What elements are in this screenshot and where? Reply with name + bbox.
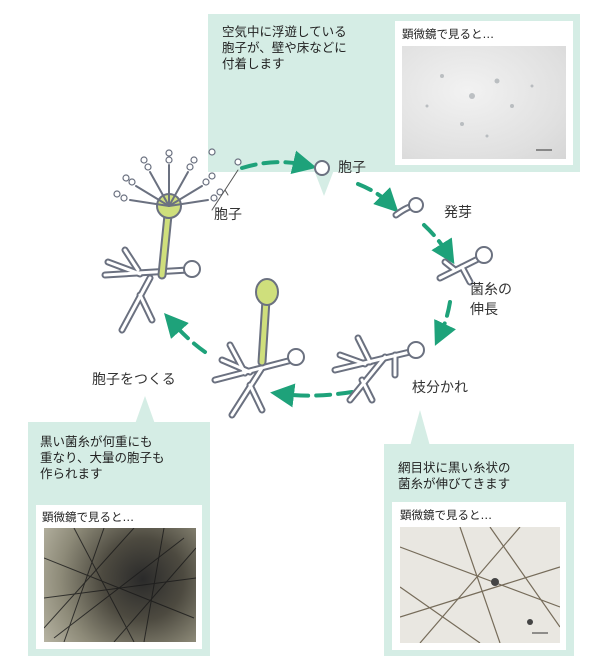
right-callout-text: 網目状に黒い糸状の 菌糸が伸びてきます [398,460,511,491]
label-germination: 発芽 [444,205,472,221]
cycle-arrows [164,150,456,408]
hyphae-network-micrograph [400,527,560,643]
branching-hyphae-icon [331,334,425,404]
label-spore-on-plant: 胞子 [214,207,242,223]
label-hyphae-growth: 菌糸の 伸長 [470,282,512,318]
mature-conidiophore-icon [101,148,242,334]
young-conidiophore-icon [211,278,305,419]
dense-mycelium-micrograph [44,528,196,642]
spore-micrograph-dots [425,74,552,151]
label-branching: 枝分かれ [412,380,468,396]
left-callout-pointer [135,396,155,424]
spore-micrograph [402,46,566,159]
arrow-to-mature [164,313,207,354]
label-spore-formation: 胞子をつくる [92,372,176,388]
top-photo-caption: 顕微鏡で見ると… [402,27,494,41]
right-photo-caption: 顕微鏡で見ると… [400,508,492,522]
arrow-to-hyphae [422,223,455,265]
left-photo-caption: 顕微鏡で見ると… [42,510,134,524]
label-spore: 胞子 [338,160,366,176]
germinating-spore-icon [392,197,424,219]
right-callout-pointer [410,410,430,446]
arrow-to-spore-formation [270,383,354,408]
arrow-to-germination [356,182,399,213]
hyphae-growth-icon [436,246,493,286]
hyphae-network-strands [400,527,560,643]
arrow-release [240,150,317,174]
top-callout-pointer [314,170,334,196]
left-callout-text: 黒い菌糸が何重にも 重なり、大量の胞子も 作られます [40,434,165,481]
arrow-to-branching [434,300,456,346]
dense-mycelium-strands [44,528,196,642]
spore-icon [314,160,330,176]
top-callout-text: 空気中に浮遊している 胞子が、壁や床などに 付着します [222,24,347,71]
